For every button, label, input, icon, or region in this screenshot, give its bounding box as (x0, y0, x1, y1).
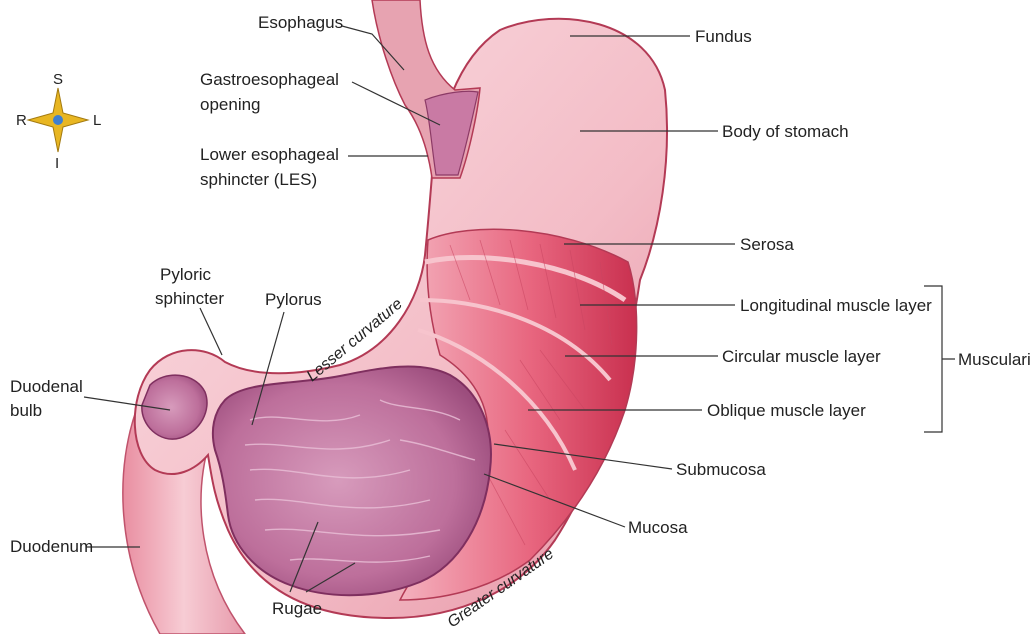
label-pyloric-sphincter-2: sphincter (155, 289, 224, 308)
compass-superior: S (53, 71, 63, 88)
label-mucosa: Mucosa (628, 518, 688, 537)
orientation-compass: S I R L (16, 71, 101, 172)
label-gastroesophageal-2: opening (200, 95, 261, 114)
label-pylorus: Pylorus (265, 290, 322, 309)
label-oblique-muscle: Oblique muscle layer (707, 401, 866, 420)
label-duodenum: Duodenum (10, 537, 93, 556)
compass-left: L (93, 112, 101, 129)
label-body-of-stomach: Body of stomach (722, 122, 849, 141)
label-serosa: Serosa (740, 235, 794, 254)
label-pyloric-sphincter-1: Pyloric (160, 265, 212, 284)
label-les-2: sphincter (LES) (200, 170, 317, 189)
label-les-1: Lower esophageal (200, 145, 339, 164)
label-fundus: Fundus (695, 27, 752, 46)
label-circular-muscle: Circular muscle layer (722, 347, 881, 366)
label-submucosa: Submucosa (676, 460, 766, 479)
label-longitudinal-muscle: Longitudinal muscle layer (740, 296, 932, 315)
label-duodenal-bulb-1: Duodenal (10, 377, 83, 396)
label-duodenal-bulb-2: bulb (10, 401, 42, 420)
label-muscularis: Muscularis (958, 350, 1030, 369)
compass-right: R (16, 112, 27, 129)
compass-center-icon (53, 115, 63, 125)
label-esophagus: Esophagus (258, 13, 343, 32)
label-gastroesophageal-1: Gastroesophageal (200, 70, 339, 89)
compass-inferior: I (55, 155, 59, 172)
label-rugae: Rugae (272, 599, 322, 618)
